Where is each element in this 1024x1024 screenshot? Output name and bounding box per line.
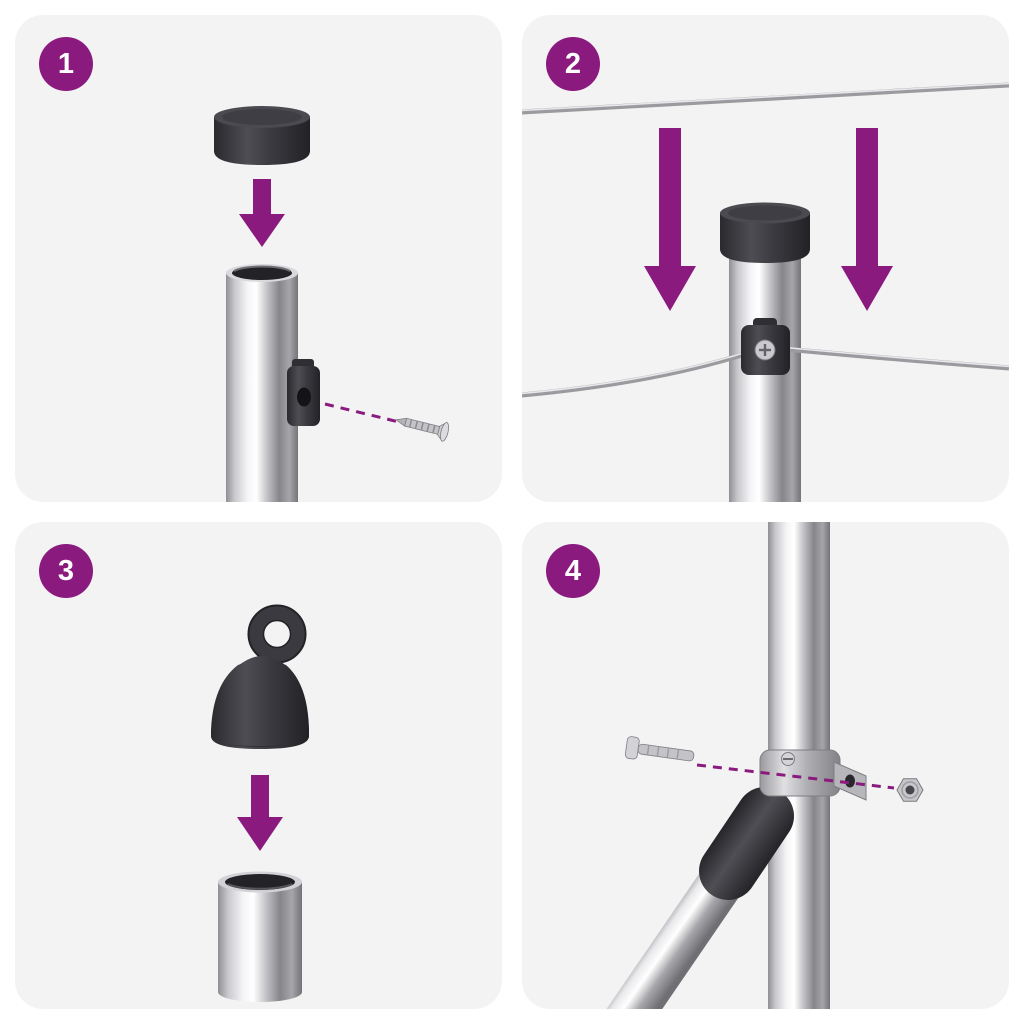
screw-icon — [394, 417, 450, 443]
down-arrow-icon — [239, 179, 285, 247]
step-number: 3 — [57, 554, 75, 587]
eyelet-cap — [211, 604, 309, 749]
down-arrow-left-icon — [644, 128, 696, 311]
brace-connector — [699, 787, 794, 900]
wire-clamp — [287, 359, 320, 426]
panel-step-3: 3 — [15, 522, 502, 1009]
lower-tension-wire — [522, 346, 1009, 398]
step-badge-4: 4 — [546, 544, 600, 598]
illustration-step-2 — [522, 82, 1009, 502]
panel-step-4: 4 — [522, 522, 1009, 1009]
step-badge-1: 1 — [39, 37, 93, 91]
nut-icon — [896, 778, 924, 802]
step-badge-3: 3 — [39, 544, 93, 598]
step-number: 2 — [564, 47, 582, 80]
capped-post — [720, 202, 810, 502]
panel-step-1: 1 — [15, 15, 502, 502]
down-arrow-right-icon — [841, 128, 893, 311]
alignment-dash — [696, 763, 895, 790]
metal-post — [226, 264, 298, 502]
illustration-step-3 — [211, 604, 309, 1002]
wire-clamp — [741, 318, 790, 375]
illustration-step-1 — [214, 106, 450, 502]
alignment-dash — [324, 402, 400, 424]
step-number: 1 — [57, 47, 75, 80]
top-tension-wire — [522, 82, 1009, 115]
post-cap — [214, 106, 310, 165]
down-arrow-icon — [237, 775, 283, 851]
step-number: 4 — [564, 554, 582, 587]
panel-step-2: 2 — [522, 15, 1009, 502]
step-badge-2: 2 — [546, 37, 600, 91]
illustration-step-4 — [606, 522, 924, 1009]
bolt-icon — [624, 736, 695, 762]
metal-tube — [218, 871, 302, 1002]
pipe-clamp — [759, 749, 867, 801]
